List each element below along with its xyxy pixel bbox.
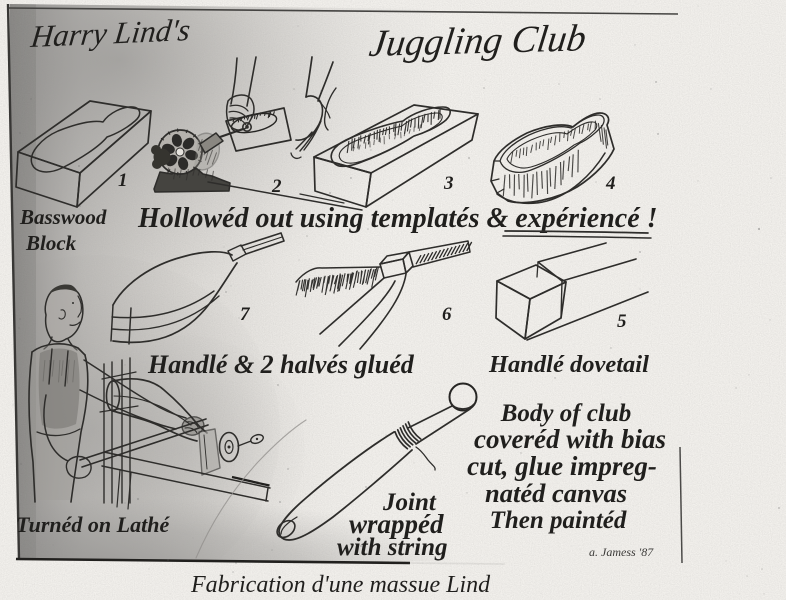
svg-text:a. Jamess '87: a. Jamess '87 xyxy=(589,545,654,559)
svg-text:Body of club: Body of club xyxy=(500,400,632,427)
svg-text:Handlé & 2 halvés gluéd: Handlé & 2 halvés gluéd xyxy=(147,350,415,379)
svg-text:Block: Block xyxy=(25,231,77,255)
svg-text:cut, glue impreg-: cut, glue impreg- xyxy=(467,451,657,481)
svg-text:4: 4 xyxy=(605,173,616,194)
svg-text:coveréd with bias: coveréd with bias xyxy=(474,424,666,454)
svg-text:1: 1 xyxy=(118,170,128,191)
svg-text:Handlé dovetail: Handlé dovetail xyxy=(488,351,649,378)
svg-text:with string: with string xyxy=(337,534,447,561)
svg-text:5: 5 xyxy=(617,311,627,332)
svg-text:Hollowéd out using templatés &: Hollowéd out using templatés & expérienc… xyxy=(137,203,658,234)
svg-text:3: 3 xyxy=(443,173,454,194)
svg-text:7: 7 xyxy=(240,304,251,325)
svg-text:Harry Lind's: Harry Lind's xyxy=(28,12,192,54)
svg-text:Basswood: Basswood xyxy=(19,205,107,229)
svg-text:wrappéd: wrappéd xyxy=(349,509,444,539)
svg-text:Juggling Club: Juggling Club xyxy=(367,17,589,65)
svg-text:Then paintéd: Then paintéd xyxy=(490,507,627,534)
svg-text:2: 2 xyxy=(271,176,282,197)
svg-text:6: 6 xyxy=(442,304,452,325)
svg-text:Fabrication d'une massue Lind: Fabrication d'une massue Lind xyxy=(190,572,491,598)
svg-text:Turnéd on Lathé: Turnéd on Lathé xyxy=(16,512,170,537)
svg-text:Joint: Joint xyxy=(382,489,437,516)
svg-text:natéd canvas: natéd canvas xyxy=(485,478,627,508)
